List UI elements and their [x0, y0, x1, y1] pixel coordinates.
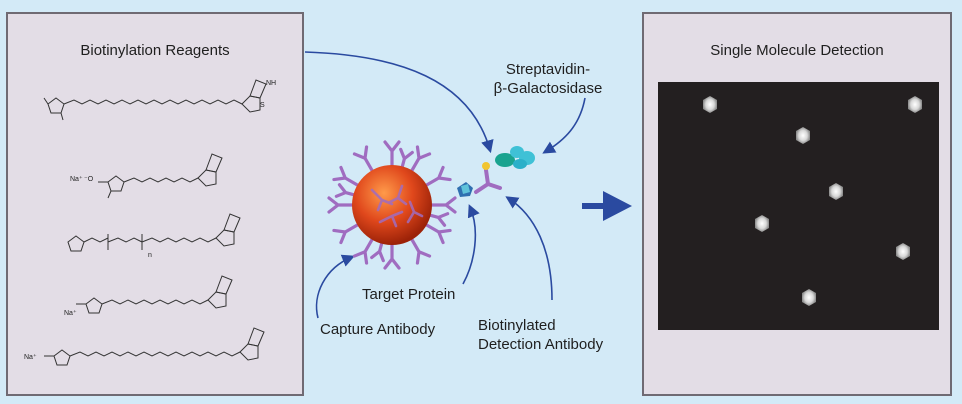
capture-antibody-label: Capture Antibody — [320, 321, 436, 338]
detection-antibody-label: Biotinylated Detection Antibody — [478, 316, 603, 354]
detection-screen — [658, 82, 939, 330]
detection-antibody-label-line2: Detection Antibody — [478, 336, 604, 353]
reagent-structure-3 — [67, 213, 241, 252]
streptavidin-label: Streptavidin- β-Galactosidase — [488, 60, 608, 98]
antibodies-on-bead — [370, 184, 424, 228]
arrow-detection-antibody — [505, 196, 553, 301]
detection-antibody — [474, 168, 502, 194]
detection-panel-title: Single Molecule Detection — [710, 42, 884, 59]
reagent-structure-4 — [76, 275, 233, 314]
reagent-structure-5 — [44, 327, 265, 366]
reagent-structure-1 — [43, 79, 267, 121]
nh-label-1: NH — [266, 80, 277, 87]
biotinylation-reagents-panel: Biotinylation Reagents — [6, 12, 304, 396]
signal-spot-6 — [896, 243, 910, 260]
detection-spots — [703, 96, 922, 306]
chemical-structures — [43, 79, 267, 366]
s-atom-label-1: S — [260, 102, 265, 109]
signal-spot-3 — [796, 127, 810, 144]
reagents-panel-title: Biotinylation Reagents — [80, 42, 230, 59]
signal-spot-4 — [829, 183, 843, 200]
biotin-label — [482, 162, 490, 170]
signal-spot-2 — [908, 96, 922, 113]
n-subscript-label: n — [148, 252, 152, 259]
signal-spot-7 — [802, 289, 816, 306]
signal-spot-1 — [703, 96, 717, 113]
big-right-arrow — [582, 191, 632, 221]
arrow-reagents-to-detection — [304, 51, 494, 154]
target-protein — [457, 182, 473, 197]
na-plus-label-1: Na⁺ — [70, 176, 83, 183]
target-protein-label: Target Protein — [362, 286, 456, 303]
arrow-target-protein — [462, 204, 480, 285]
streptavidin-label-line2: β-Galactosidase — [493, 80, 603, 97]
na-plus-label-3: Na⁺ — [24, 354, 37, 361]
streptavidin-enzyme — [495, 146, 535, 169]
streptavidin-label-line1: Streptavidin- — [505, 61, 591, 78]
signal-spot-5 — [755, 215, 769, 232]
na-plus-label-2: Na⁺ — [64, 310, 77, 317]
o-minus-label-1: ⁻O — [84, 176, 94, 183]
arrow-streptavidin — [542, 97, 586, 154]
single-molecule-detection-panel: Single Molecule Detection — [642, 12, 952, 396]
detection-antibody-label-line1: Biotinylated — [478, 317, 556, 334]
reagent-structure-2 — [98, 153, 223, 199]
arrow-capture-antibody — [315, 254, 355, 319]
